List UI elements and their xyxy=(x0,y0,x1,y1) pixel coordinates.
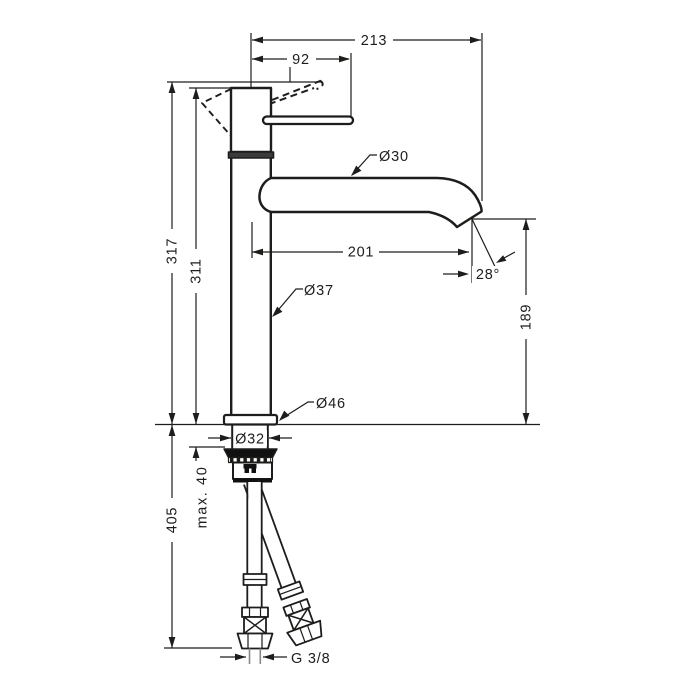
faucet-spout xyxy=(258,176,483,229)
label-height-max: 317 xyxy=(165,238,181,265)
label-body-diameter: Ø37 xyxy=(304,283,334,299)
below-deck-assembly xyxy=(223,424,323,664)
label-height-to-cap: 311 xyxy=(189,258,205,284)
faucet-handle xyxy=(261,115,355,126)
label-hose-thread: G 3/8 xyxy=(291,651,330,667)
label-shank-diameter: Ø32 xyxy=(235,432,265,448)
leader-body-diameter xyxy=(273,288,303,316)
faucet-base-flange xyxy=(222,413,279,426)
label-outlet-angle: 28° xyxy=(476,267,500,283)
label-spout-diameter: Ø30 xyxy=(379,149,409,165)
label-overall-depth: 213 xyxy=(361,33,388,49)
supply-hose-straight xyxy=(236,482,274,664)
faucet-outline xyxy=(201,79,483,426)
arrowheads xyxy=(168,36,530,661)
handle-raised-dashed-outline xyxy=(257,79,324,109)
hose-nut xyxy=(236,632,274,650)
label-base-diameter: Ø46 xyxy=(316,396,346,412)
leader-base-diameter xyxy=(280,401,314,420)
supply-hose-angled xyxy=(243,479,323,647)
mounting-nut xyxy=(223,448,278,459)
label-handle-length: 92 xyxy=(292,52,310,68)
fixation-clip xyxy=(243,464,257,473)
faucet-joint-ring xyxy=(227,151,275,159)
label-hose-length: 405 xyxy=(165,507,181,534)
label-spout-height: 189 xyxy=(519,304,535,331)
text-backplates xyxy=(165,32,533,542)
label-spout-reach: 201 xyxy=(348,245,375,261)
label-max-deck-thickness: max. 40 xyxy=(195,466,211,529)
dimension-lines xyxy=(155,33,540,658)
dimension-labels: 213 92 317 311 201 28° 189 Ø30 Ø37 Ø46 Ø… xyxy=(165,33,535,667)
